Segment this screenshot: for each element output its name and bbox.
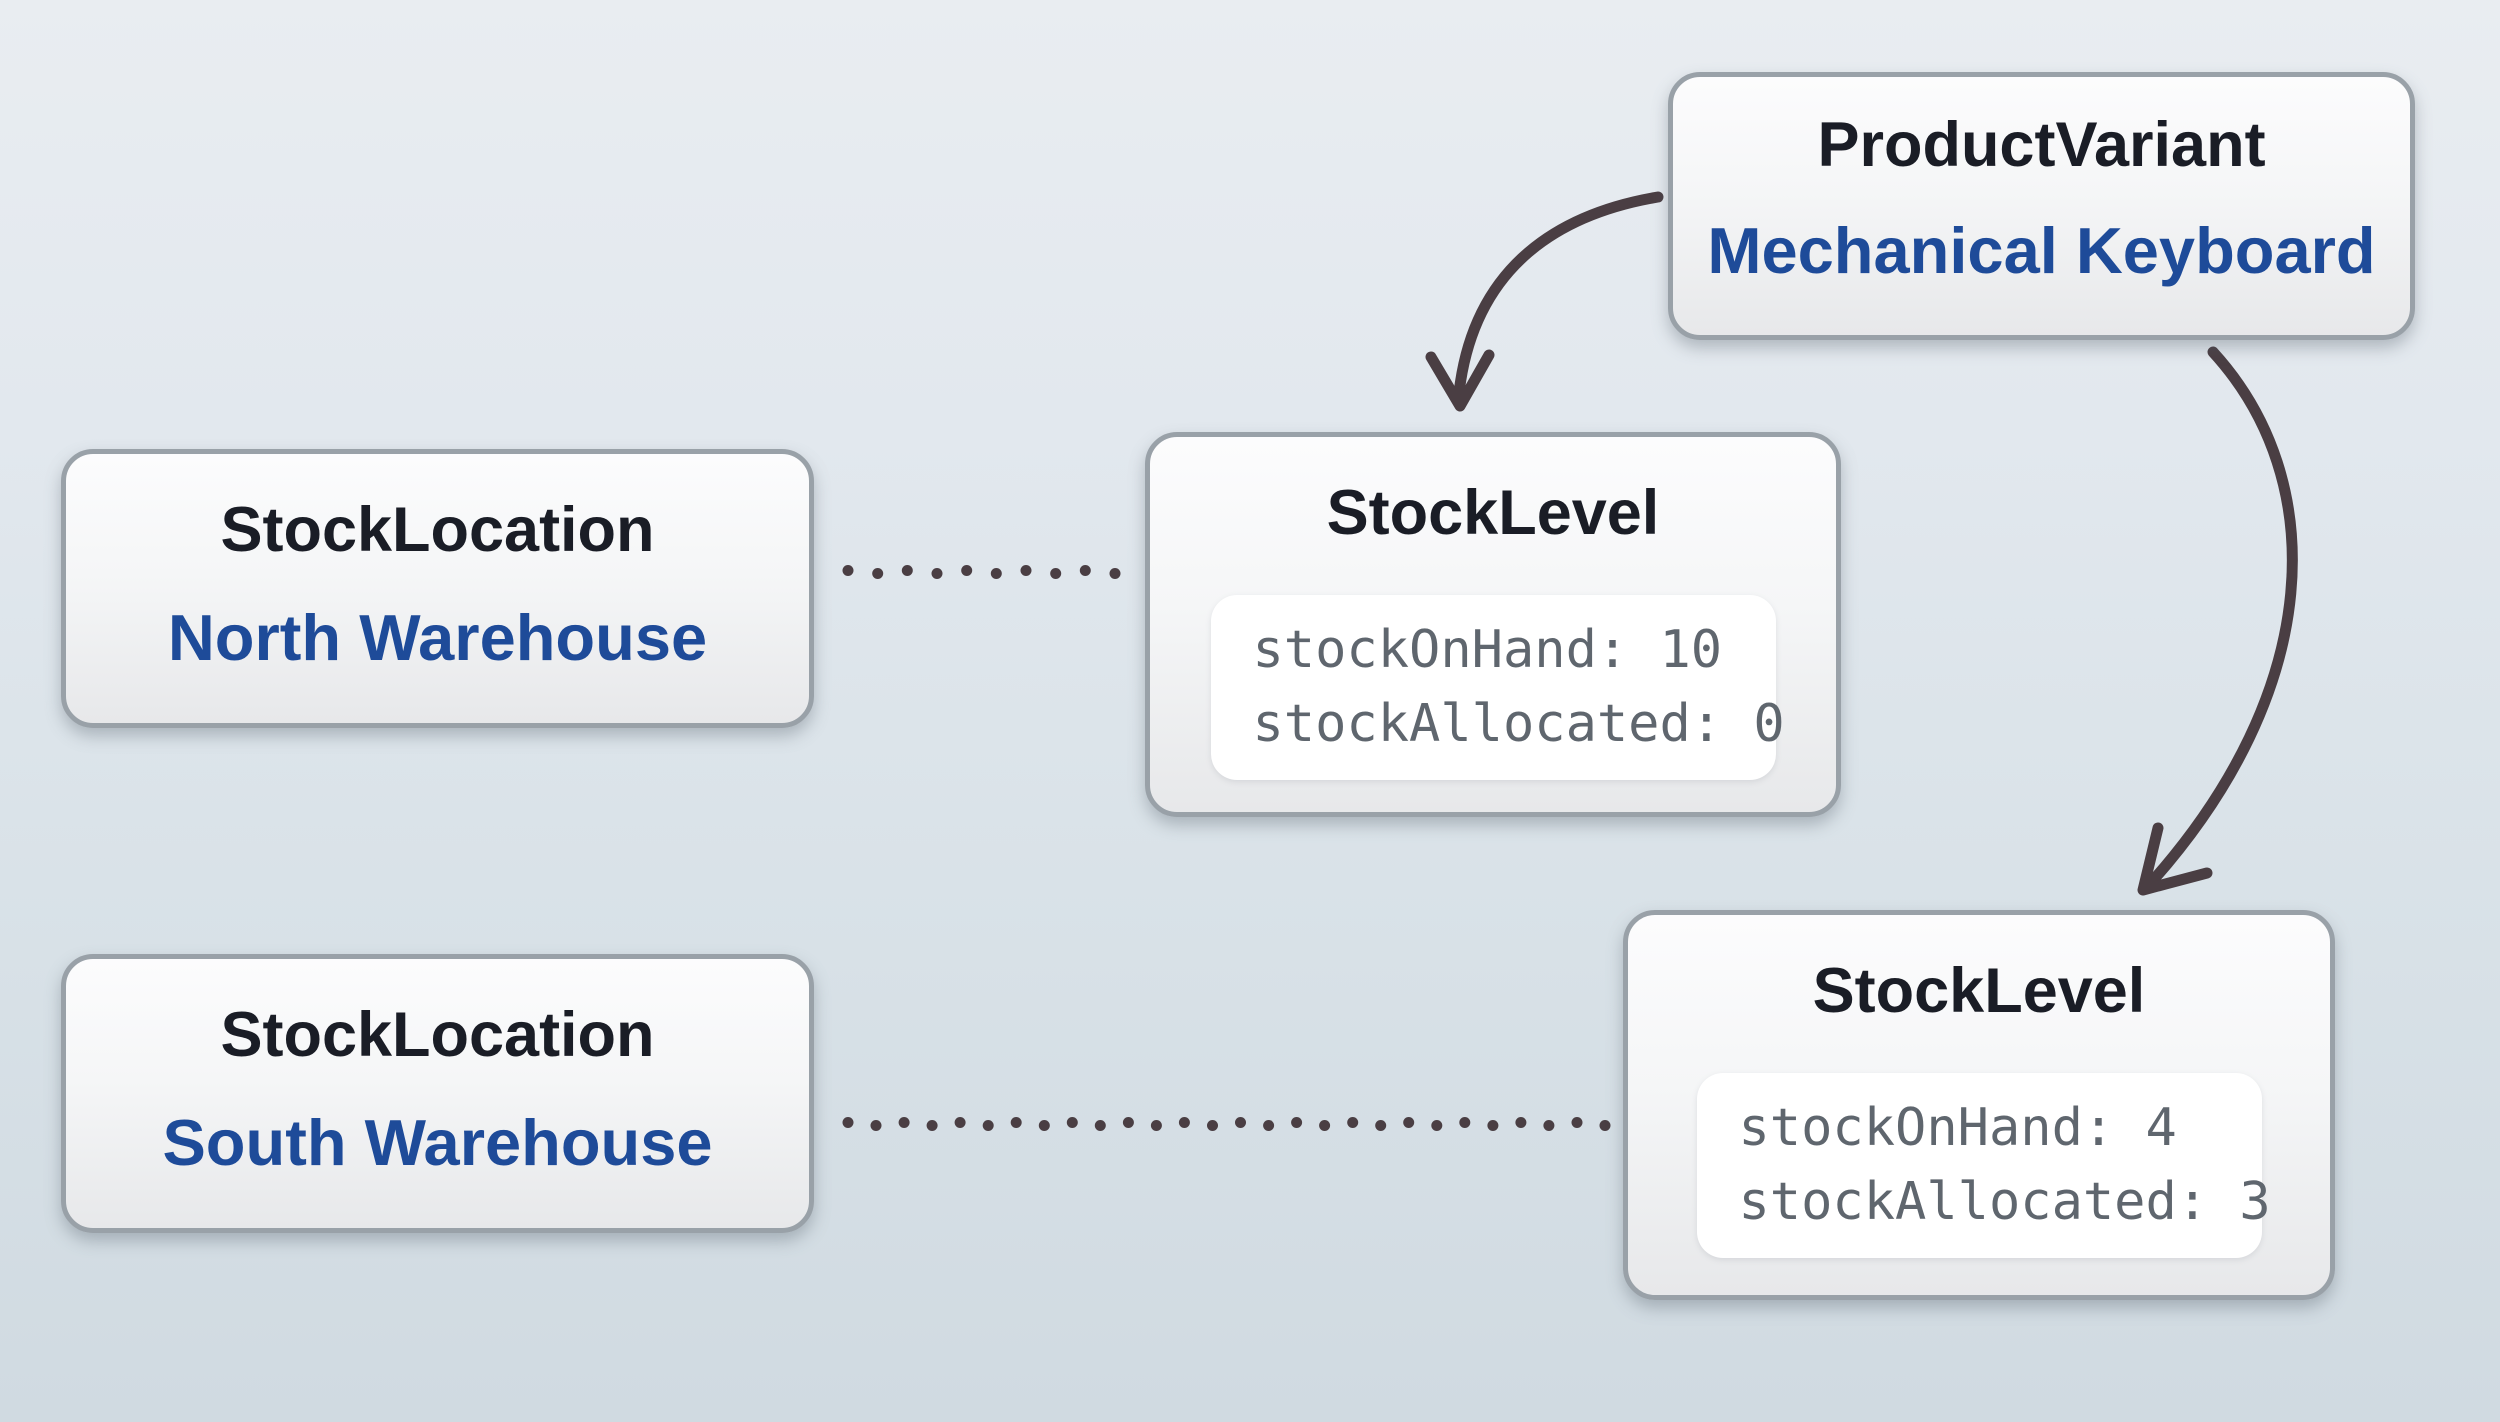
node-stock-level-south: StockLevel stockOnHand: 4 stockAllocated… bbox=[1623, 910, 2335, 1300]
node-type-label: StockLevel bbox=[1326, 478, 1660, 548]
node-instance-label: North Warehouse bbox=[167, 601, 708, 674]
arrowhead-icon bbox=[1425, 349, 1495, 412]
field-stock-allocated: stockAllocated: 0 bbox=[1252, 694, 1785, 754]
node-type-label: StockLocation bbox=[220, 495, 655, 565]
node-stock-level-north: StockLevel stockOnHand: 10 stockAllocate… bbox=[1145, 432, 1841, 817]
stock-level-fields: stockOnHand: 4 stockAllocated: 3 bbox=[1696, 1073, 2271, 1258]
arrowhead-icon bbox=[2137, 822, 2213, 896]
field-stock-on-hand: stockOnHand: 10 bbox=[1252, 620, 1723, 680]
node-stock-location-south: StockLocation South Warehouse bbox=[61, 954, 814, 1233]
node-instance-label: Mechanical Keyboard bbox=[1707, 214, 2376, 287]
node-type-label: StockLocation bbox=[220, 1000, 655, 1070]
node-type-label: ProductVariant bbox=[1817, 110, 2266, 180]
node-instance-label: South Warehouse bbox=[162, 1106, 713, 1179]
dotted-link-north-warehouse bbox=[842, 565, 1121, 579]
dotted-link-south-warehouse bbox=[842, 1117, 1611, 1131]
node-stock-location-north: StockLocation North Warehouse bbox=[61, 449, 814, 728]
arrow-productvariant-to-stocklevel-north bbox=[1425, 191, 1664, 412]
field-stock-on-hand: stockOnHand: 4 bbox=[1738, 1098, 2177, 1158]
field-stock-allocated: stockAllocated: 3 bbox=[1738, 1172, 2271, 1232]
node-product-variant: ProductVariant Mechanical Keyboard bbox=[1668, 72, 2415, 340]
stock-level-fields: stockOnHand: 10 stockAllocated: 0 bbox=[1210, 595, 1785, 780]
node-type-label: StockLevel bbox=[1812, 956, 2146, 1026]
arrow-productvariant-to-stocklevel-south bbox=[2137, 346, 2298, 896]
